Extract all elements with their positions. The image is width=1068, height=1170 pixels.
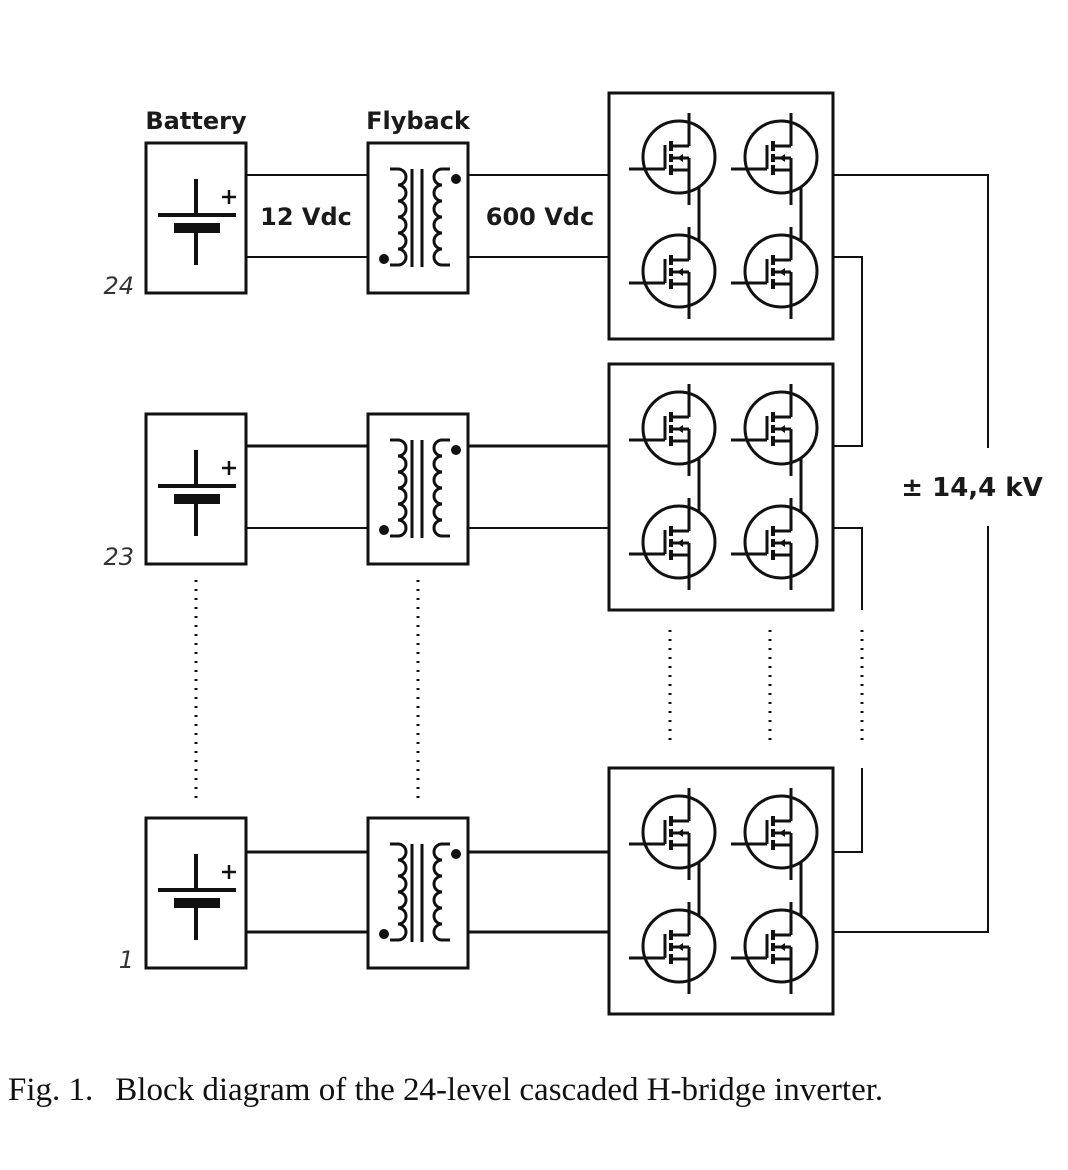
battery-header: Battery [145,107,247,135]
level-label-24: 24 [103,272,134,300]
level-label-23: 23 [103,543,134,571]
flyback-transformer-24 [366,141,470,295]
battery-cell-1 [144,816,248,970]
ellipsis-dots [194,580,864,800]
h-bridge-23 [609,364,833,610]
stage-23: 23 [103,364,833,610]
output-voltage-label: ± 14,4 kV [901,473,1042,503]
series-output-wiring [833,174,989,933]
h-bridge-24 [609,93,833,339]
h-bridge-1 [609,768,833,1014]
battery-cell-24 [144,141,248,295]
level-label-1: 1 [119,946,134,974]
inverter-block-diagram: Battery Flyback 24 12 Vdc 600 Vdc 23 1 [103,0,1043,1060]
flyback-transformer-1 [366,816,470,970]
battery-cell-23 [144,412,248,566]
input-voltage-label: 12 Vdc [260,203,352,231]
flyback-header: Flyback [366,107,471,135]
figure-caption: Fig. 1. Block diagram of the 24-level cas… [8,1072,883,1109]
dc-link-voltage-label: 600 Vdc [486,203,594,231]
figure-number: Fig. 1. [8,1072,94,1108]
flyback-transformer-23 [366,412,470,566]
figure-caption-text: Block diagram of the 24-level cascaded H… [115,1072,884,1108]
stage-1: 1 [119,768,833,1014]
stage-24: 24 [103,93,833,339]
